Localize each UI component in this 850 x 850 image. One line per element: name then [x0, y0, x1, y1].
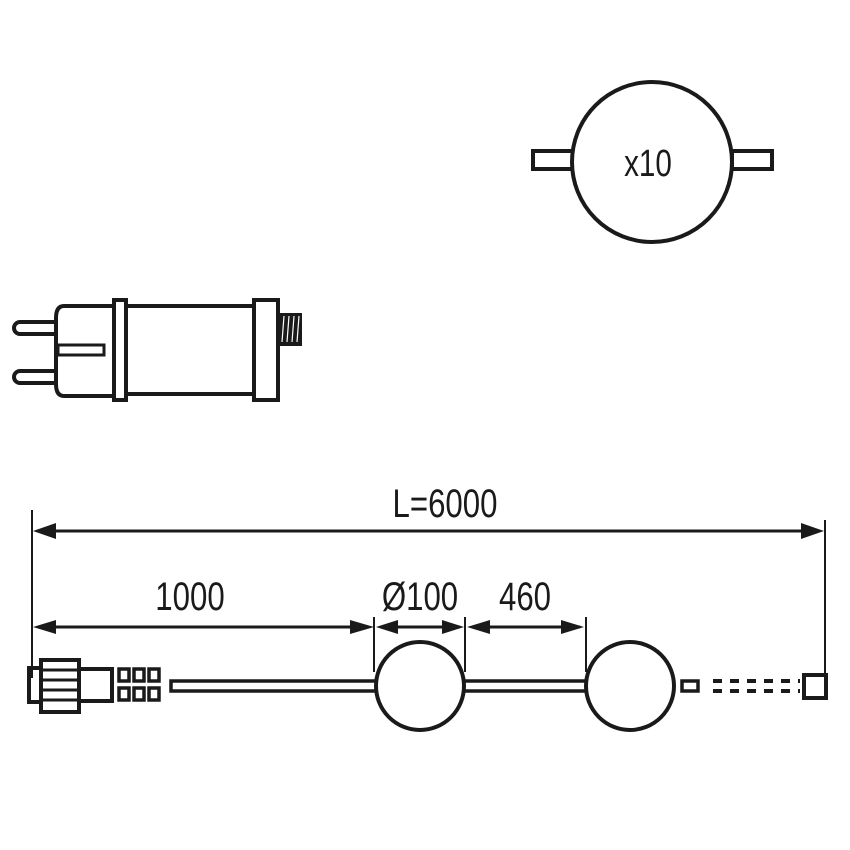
ball-diameter-dimension	[376, 617, 466, 672]
bulb-quantity-label: x10	[624, 143, 672, 185]
ball-light-2	[584, 640, 676, 732]
spacing-dimension	[467, 617, 587, 672]
total-length-dimension	[31, 510, 826, 678]
cable-continuation-dashed	[713, 679, 800, 693]
ball-light-1	[374, 640, 466, 732]
end-cap-icon	[802, 673, 828, 700]
spacing-label: 460	[498, 575, 552, 619]
lead-length-dimension	[33, 617, 375, 672]
lead-length-label: 1000	[155, 575, 225, 619]
cable-connector-icon	[27, 658, 161, 714]
power-adapter-icon	[12, 298, 302, 402]
ball-diameter-label: Ø100	[381, 575, 459, 619]
total-length-label: L=6000	[392, 482, 498, 526]
bulb-quantity-icon	[531, 80, 774, 244]
